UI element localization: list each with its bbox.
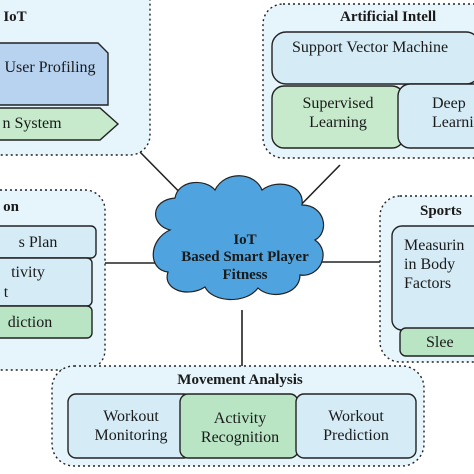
- plan-label: s Plan: [18, 234, 58, 251]
- workout-monitoring-label: Workout Monitoring: [94, 408, 168, 445]
- center-label: IoT Based Smart Player Fitness: [155, 232, 335, 284]
- activity-label-2: t: [3, 284, 9, 301]
- center-cloud: [152, 175, 325, 301]
- ai-title: Artificial Intell: [340, 9, 437, 25]
- activity-label: tivity: [11, 264, 45, 281]
- center-line2: Based Smart Player: [181, 249, 309, 266]
- iot-title: IoT: [3, 9, 27, 25]
- panel-ai: [262, 3, 474, 159]
- measuring-label: Measurin in Body Factors: [404, 237, 465, 293]
- panel-sports: [379, 195, 474, 363]
- sleep-box: [399, 327, 474, 357]
- panel-movement: [51, 365, 425, 467]
- workout-prediction-box: [295, 393, 417, 459]
- activity-recognition-label: Activity Recognition: [200, 410, 280, 447]
- user-profiling-label: User Profiling: [4, 59, 96, 76]
- panel-left: [0, 189, 106, 371]
- deep-learning-box: [397, 83, 474, 149]
- workout-prediction-label: Workout Prediction: [323, 408, 389, 445]
- prediction-box: [0, 305, 93, 339]
- svm-label: Support Vector Machine: [291, 39, 449, 56]
- panel-iot: [0, 0, 151, 156]
- system-label: n System: [2, 115, 62, 132]
- left-title: on: [3, 199, 19, 215]
- supervised-label: Supervised Learning: [302, 95, 374, 132]
- sports-title: Sports: [420, 203, 462, 219]
- movement-title: Movement Analysis: [177, 372, 303, 388]
- center-line3: Fitness: [222, 266, 268, 283]
- prediction-label: diction: [7, 314, 53, 331]
- user-profiling-box: [0, 42, 109, 106]
- deep-learning-label: Deep Learning: [432, 95, 474, 132]
- system-arrow-box: [0, 107, 120, 141]
- sleep-label: Slee: [426, 334, 454, 351]
- center-line1: IoT: [233, 232, 257, 248]
- svm-box: [271, 31, 474, 85]
